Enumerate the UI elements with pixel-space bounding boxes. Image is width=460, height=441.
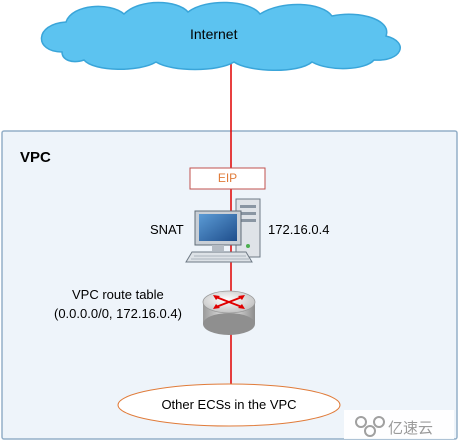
route-table-title: VPC route table bbox=[72, 287, 164, 302]
snat-ip-label: 172.16.0.4 bbox=[268, 222, 330, 237]
route-table-entry: (0.0.0.0/0, 172.16.0.4) bbox=[54, 306, 182, 321]
watermark-text: 亿速云 bbox=[388, 419, 434, 437]
eip-label: EIP bbox=[217, 171, 238, 185]
vpc-label: VPC bbox=[20, 149, 51, 166]
vpc-boundary bbox=[1, 130, 458, 440]
internet-cloud-icon bbox=[40, 1, 401, 71]
server-computer-icon bbox=[185, 198, 261, 263]
ecs-label: Other ECSs in the VPC bbox=[161, 397, 297, 412]
router-icon bbox=[202, 290, 256, 335]
eip-box bbox=[189, 167, 266, 190]
ecs-ellipse bbox=[117, 383, 341, 427]
internet-label: Internet bbox=[190, 26, 238, 42]
yisu-logo-icon bbox=[344, 410, 454, 439]
snat-label: SNAT bbox=[150, 222, 184, 237]
